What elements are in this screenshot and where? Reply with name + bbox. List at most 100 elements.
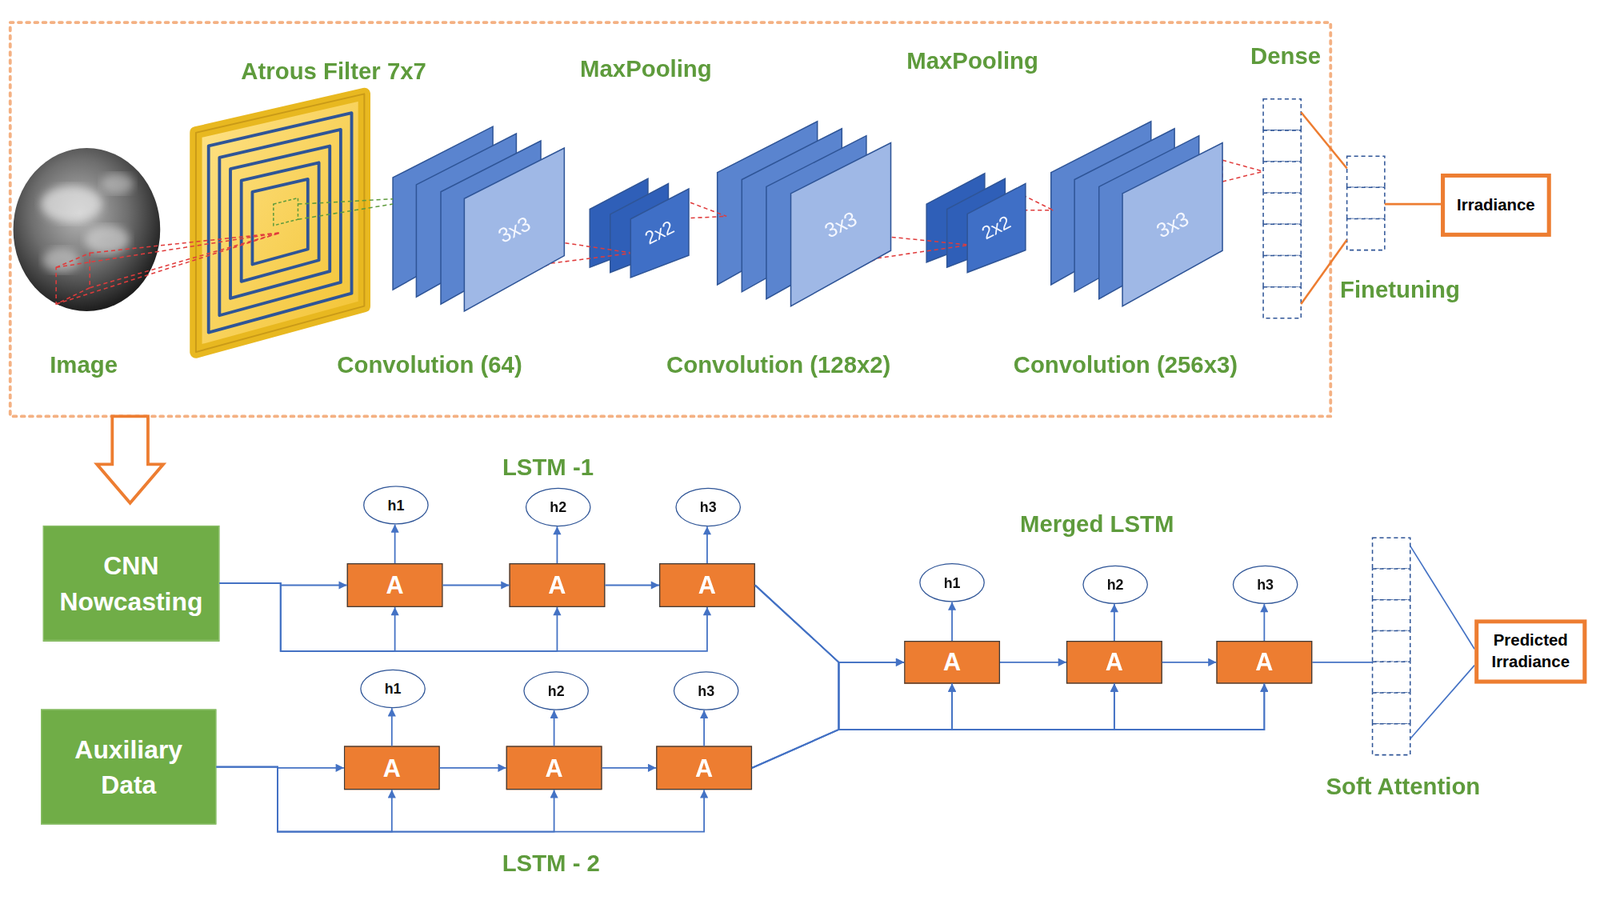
pooling-panel: 2x2 xyxy=(967,184,1026,273)
connector-line xyxy=(752,684,1264,768)
hidden-state-circle: h3 xyxy=(1232,565,1299,604)
lstm-connector xyxy=(443,584,510,586)
lstm-cell: A xyxy=(656,745,752,790)
connector-line xyxy=(602,767,657,769)
finetune-column xyxy=(1347,156,1385,250)
lstm-connector xyxy=(219,583,557,652)
feature-map-panel: 3x3 xyxy=(791,143,892,307)
lstm-connector xyxy=(755,585,952,730)
finetune-lines xyxy=(1300,112,1441,304)
node-text: h2 xyxy=(1107,576,1124,593)
dense-column xyxy=(1263,99,1301,319)
feature-map-panel: 3x3 xyxy=(464,148,564,312)
lstm-connector xyxy=(752,684,1264,768)
node-text: A xyxy=(1255,648,1273,677)
connector-line xyxy=(838,684,952,730)
connector-line xyxy=(440,767,507,769)
node-text: Predicted Irradiance xyxy=(1484,630,1577,673)
panel-face xyxy=(967,184,1026,273)
lstm-connector xyxy=(553,710,555,747)
flow-arrow xyxy=(96,416,164,503)
connector-line xyxy=(280,583,396,652)
input-box: Auxiliary Data xyxy=(40,708,216,824)
lstm-connector xyxy=(755,585,1115,730)
lstm-connector xyxy=(703,710,704,747)
hidden-state-circle: h2 xyxy=(1082,565,1148,604)
node-text: h3 xyxy=(700,499,717,516)
layer-label: Convolution (128x2) xyxy=(666,351,891,379)
sky-image xyxy=(13,148,161,312)
connector-line xyxy=(752,684,1115,768)
node-text: h2 xyxy=(549,499,567,516)
lstm-connector xyxy=(216,767,704,832)
receptive-field-line xyxy=(297,204,393,220)
connector-line xyxy=(706,526,708,564)
lstm-cell: A xyxy=(1066,640,1163,684)
hidden-state-circle: h3 xyxy=(673,671,740,710)
connector-line xyxy=(755,585,1264,730)
connector-line xyxy=(553,710,556,747)
lstm-connector xyxy=(1113,604,1115,641)
layer-label: MaxPooling xyxy=(906,47,1039,75)
connector-line xyxy=(219,583,557,652)
lstm-cell: A xyxy=(508,563,605,608)
node-text: Irradiance xyxy=(1456,194,1536,216)
hidden-state-circle: h1 xyxy=(363,485,429,524)
lstm-connector xyxy=(219,583,708,652)
layer-label: LSTM - 2 xyxy=(502,849,600,877)
layer-label: Merged LSTM xyxy=(1020,510,1174,538)
connector-line xyxy=(752,662,904,768)
lstm-connector xyxy=(219,583,395,652)
connector-line xyxy=(755,585,1115,730)
node-text: A xyxy=(545,753,564,783)
lstm-connector xyxy=(1000,661,1067,663)
receptive-field-line xyxy=(297,199,393,204)
lstm-connector xyxy=(752,662,952,768)
layer-label: Image xyxy=(49,351,118,379)
node-text: A xyxy=(548,571,566,600)
lstm-connector xyxy=(602,767,657,768)
connector-line xyxy=(216,767,554,832)
layer-label: Convolution (256x3) xyxy=(1013,351,1238,379)
hidden-state-circle: h1 xyxy=(919,563,985,602)
connector-line xyxy=(394,524,396,564)
connector-line xyxy=(951,602,953,641)
node-text: h3 xyxy=(1256,576,1274,593)
node-text: A xyxy=(1105,648,1124,677)
lstm-cell: A xyxy=(904,640,1000,684)
panel-face xyxy=(464,148,564,312)
connector-line xyxy=(838,662,952,730)
atrous-filter xyxy=(196,93,364,352)
node-text: A xyxy=(695,753,713,783)
hidden-state-circle: h2 xyxy=(523,671,589,710)
lstm-connector xyxy=(216,767,392,832)
connector-line xyxy=(1113,604,1116,641)
connector-line xyxy=(755,585,904,663)
lstm-cell: A xyxy=(1216,640,1312,684)
panel-face xyxy=(630,188,689,278)
lstm-cell: A xyxy=(344,745,440,790)
lstm-connector xyxy=(440,767,507,768)
hidden-state-circle: h2 xyxy=(525,488,592,527)
lstm-connector xyxy=(604,584,660,586)
lstm-connector xyxy=(394,524,396,564)
connector-line xyxy=(1263,604,1265,641)
node-text: h2 xyxy=(548,682,565,699)
node-text: CNN Nowcasting xyxy=(54,548,209,619)
lstm-connector xyxy=(1162,661,1217,663)
lstm-cell: A xyxy=(659,563,756,608)
attention-column xyxy=(1372,537,1411,755)
panel-face xyxy=(1122,143,1223,307)
layer-label: Finetuning xyxy=(1340,276,1460,304)
node-text: h3 xyxy=(697,682,715,699)
node-text: h1 xyxy=(387,496,404,513)
node-text: h1 xyxy=(944,574,961,591)
attention-lines xyxy=(1312,545,1475,739)
input-box: CNN Nowcasting xyxy=(43,525,220,641)
node-text: A xyxy=(698,571,716,600)
node-text: A xyxy=(383,753,401,783)
lstm-connector xyxy=(752,684,1115,768)
